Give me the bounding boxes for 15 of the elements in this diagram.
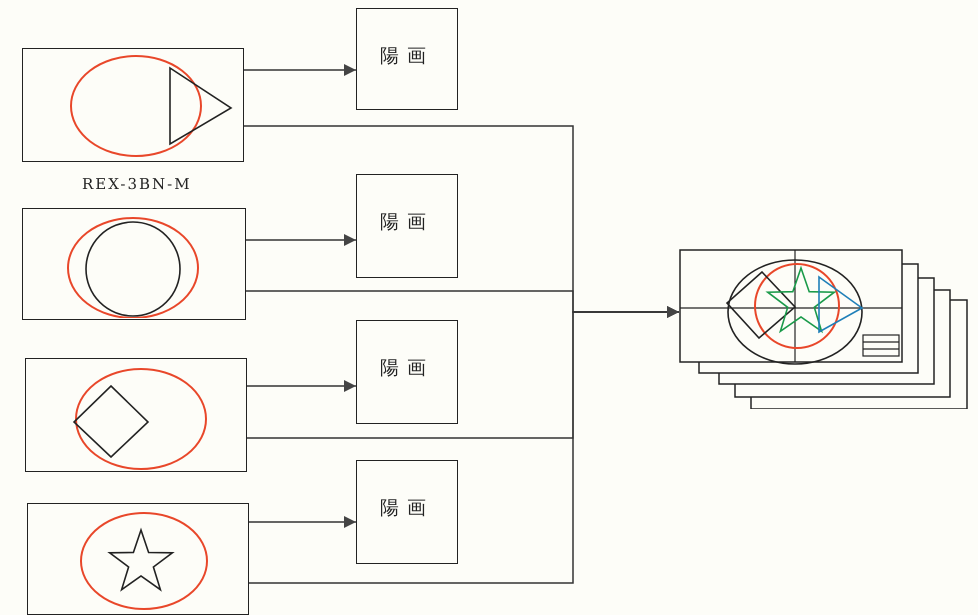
arrow (249, 516, 356, 528)
film-stack-drawing (679, 249, 968, 409)
arrow (249, 306, 679, 584)
arrow (244, 64, 356, 76)
print-box: 陽画 (356, 460, 458, 564)
arrow (246, 234, 356, 246)
print-box: 陽画 (356, 8, 458, 110)
mask-drawing (27, 503, 249, 615)
print-box: 陽画 (356, 174, 458, 278)
arrow (247, 380, 356, 392)
mask-drawing (22, 208, 246, 320)
print-box: 陽画 (356, 320, 458, 424)
mask-drawing (22, 48, 244, 162)
part-label: REX-3BN-M (82, 175, 192, 193)
mask-drawing (25, 358, 247, 472)
